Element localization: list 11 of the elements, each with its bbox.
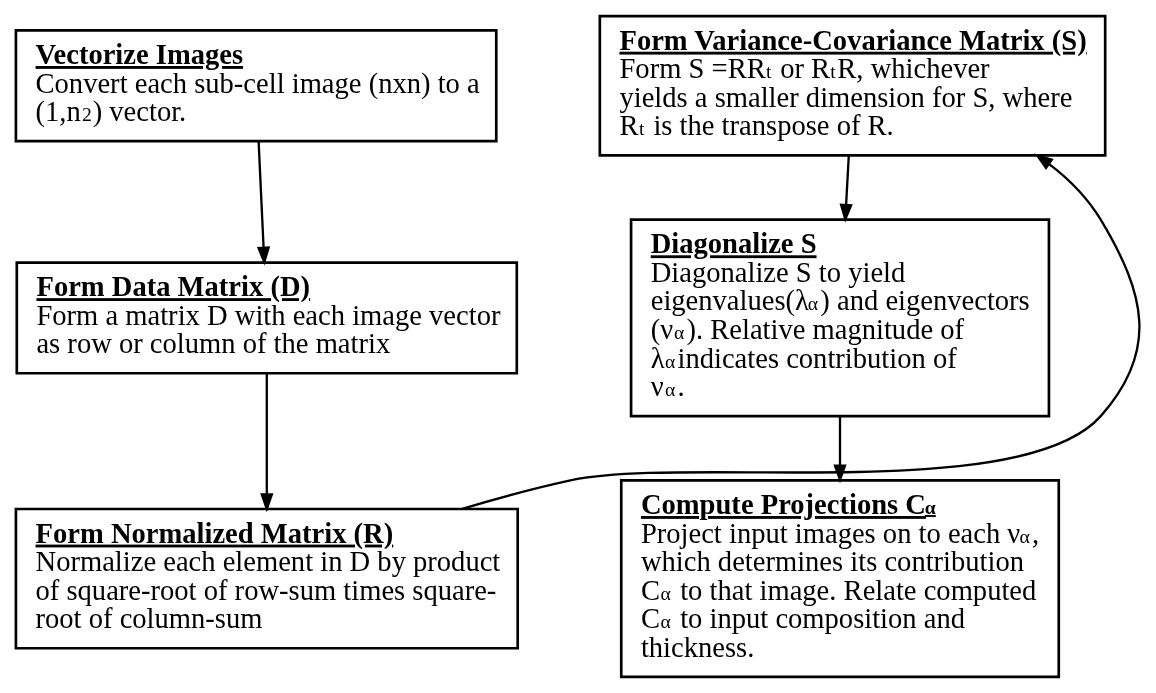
arrow [839, 155, 853, 223]
node-box: Form Variance-Covariance Matrix (S) Form S =RRt or RtR, whichever yields a smaller dimension for S, where Rt is the transpose of R. [598, 14, 1107, 157]
arrow [260, 373, 274, 513]
node-box: Form Data Matrix (D) Form a matrix D with each image vector as row or column of the matrix [15, 261, 519, 375]
arrow [256, 141, 271, 266]
node-box: Compute Projections Cα Project input images on to each να, which determines its contribution Cα to that image. Relate computed Cα to input composition and thickness. [619, 479, 1061, 679]
node-box: Vectorize Images Convert each sub-cell image (nxn) to a (1,n2) vector. [14, 29, 498, 143]
arrow [461, 153, 1141, 511]
node-box: Form Normalized Matrix (R) Normalize each element in D by product of square-root of row-sum times square-root of column-sum [14, 507, 520, 650]
arrow [833, 416, 847, 484]
node-box: Diagonalize S Diagonalize S to yield eigenvalues(λα) and eigenvectors (να). Relative magnitude of λαindicates contribution of να. [629, 218, 1051, 418]
